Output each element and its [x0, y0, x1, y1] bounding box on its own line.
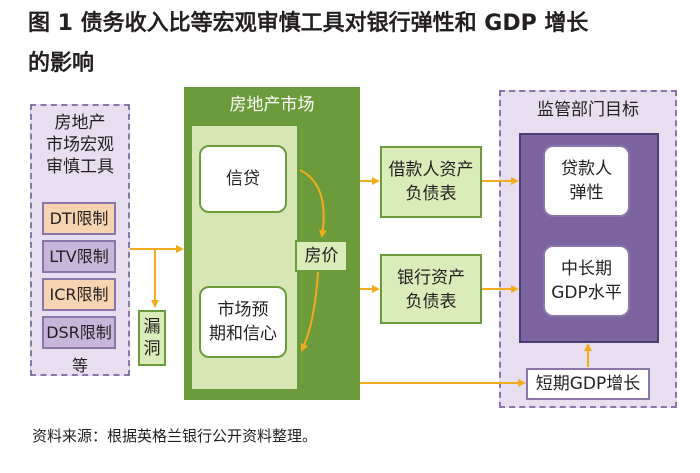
house-price-box: 房价: [295, 240, 348, 272]
regulator-heading: 监管部门目标: [537, 100, 639, 120]
expectation-line2: 期和信心: [209, 324, 277, 344]
left-heading-line2: 市场宏观: [46, 135, 114, 155]
credit-box: 信贷: [199, 145, 287, 213]
left-panel-heading: 房地产 市场宏观 审慎工具: [30, 112, 130, 178]
bank-bs-line1: 银行资产: [397, 268, 465, 288]
figure-title-line1: 图 1 债务收入比等宏观审慎工具对银行弹性和 GDP 增长: [28, 11, 589, 36]
figure-title: 图 1 债务收入比等宏观审慎工具对银行弹性和 GDP 增长 的影响: [28, 4, 688, 84]
bank-bs-line2: 负债表: [405, 292, 457, 312]
leak-label: 漏洞: [143, 317, 161, 359]
expectation-box: 市场预 期和信心: [199, 286, 287, 358]
leak-box: 漏洞: [138, 310, 166, 366]
resilience-line2: 弹性: [569, 183, 604, 203]
lender-resilience-box: 贷款人 弹性: [543, 145, 630, 217]
borrower-balance-sheet-box: 借款人资产 负债表: [380, 146, 482, 218]
gdp-line2: GDP水平: [551, 283, 622, 303]
price-to-expectation-arrow: [300, 271, 319, 352]
figure-source: 资料来源：根据英格兰银行公开资料整理。: [32, 427, 318, 445]
borrower-bs-line1: 借款人资产: [388, 160, 474, 180]
borrower-bs-line2: 负债表: [405, 184, 457, 204]
credit-to-price-arrow: [299, 169, 327, 238]
gdp-line1: 中长期: [561, 259, 612, 279]
tool-dti: DTI限制: [42, 202, 116, 235]
left-heading-line3: 审慎工具: [46, 157, 114, 177]
credit-label: 信贷: [226, 169, 260, 189]
tool-icr: ICR限制: [42, 278, 116, 311]
left-heading-line1: 房地产: [54, 113, 106, 133]
expectation-line1: 市场预: [217, 300, 269, 320]
medium-term-gdp-box: 中长期 GDP水平: [543, 245, 630, 317]
short-term-gdp-box: 短期GDP增长: [526, 368, 650, 400]
bank-balance-sheet-box: 银行资产 负债表: [380, 254, 482, 324]
resilience-line1: 贷款人: [561, 159, 612, 179]
tools-etc: 等: [71, 356, 88, 375]
tool-ltv: LTV限制: [42, 240, 116, 273]
market-heading: 房地产市场: [229, 95, 315, 115]
figure-title-line2: 的影响: [28, 51, 95, 76]
tool-dsr: DSR限制: [42, 316, 116, 349]
